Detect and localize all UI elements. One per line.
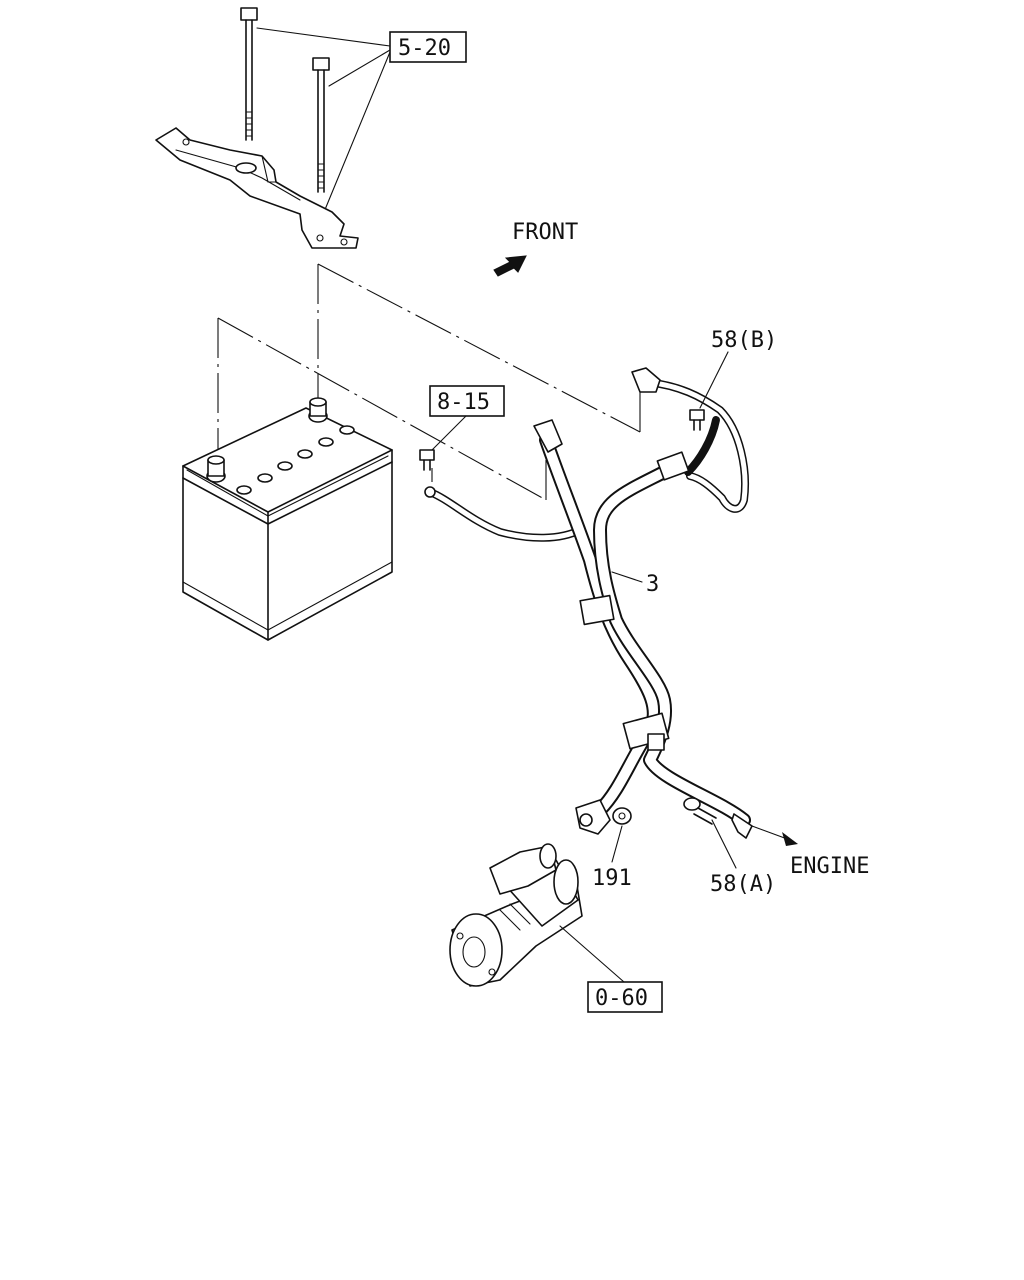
ref-5-20-leaders [256, 27, 391, 213]
callout-58a: 58(A) [710, 819, 776, 897]
alignment-lines [217, 263, 641, 501]
battery-cable-harness [424, 367, 753, 839]
ref-8-15: 8-15 [437, 390, 490, 415]
fasteners [419, 409, 717, 825]
engine-arrow: ENGINE [751, 825, 869, 879]
callout-5-20: 5-20 [389, 31, 467, 63]
callout-0-60: 0-60 [559, 925, 663, 1013]
bolt-58b [689, 409, 705, 431]
callout-8-15: 8-15 [429, 385, 505, 451]
callout-58b: 58(B) [699, 328, 777, 409]
nut-191 [612, 807, 632, 825]
engine-label: ENGINE [790, 854, 869, 879]
starter-motor [449, 843, 583, 987]
ref-0-60: 0-60 [595, 986, 648, 1011]
bolt-8-15 [419, 449, 435, 471]
part-191: 191 [592, 866, 632, 891]
battery-hold-down-bracket [155, 127, 359, 249]
callout-3: 3 [611, 571, 659, 597]
callout-191: 191 [592, 825, 632, 891]
ref-5-20: 5-20 [398, 36, 451, 61]
front-label: FRONT [512, 220, 578, 245]
bolt-58a [683, 797, 717, 825]
front-arrow: FRONT [493, 220, 578, 277]
battery-terminals [206, 397, 355, 495]
part-58a: 58(A) [710, 872, 776, 897]
hold-down-bolts [240, 7, 330, 193]
battery [182, 397, 393, 641]
part-3: 3 [646, 572, 659, 597]
part-58b: 58(B) [711, 328, 777, 353]
